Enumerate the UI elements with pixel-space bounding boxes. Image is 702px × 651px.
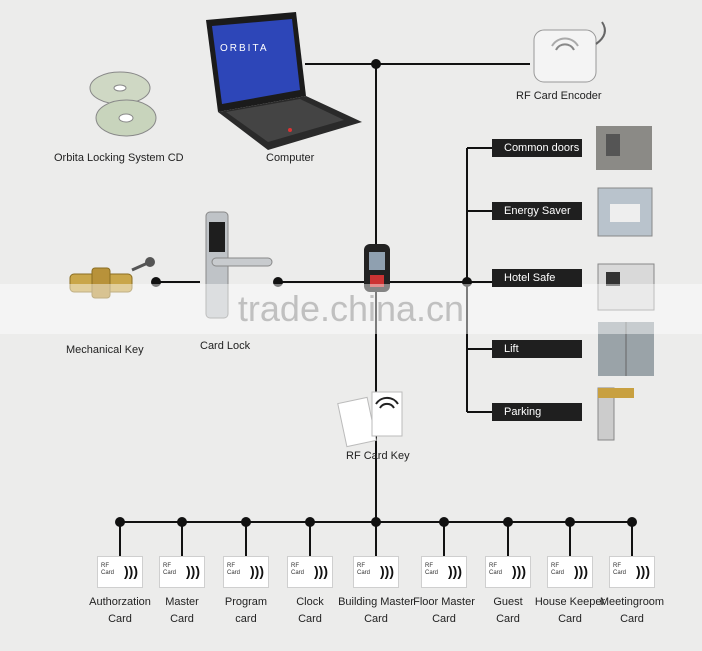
card-name-line2: Card (496, 613, 520, 625)
rf-waves-icon: ))) (448, 563, 462, 579)
card-face-text: RF Card (489, 563, 503, 576)
cd-discs-icon (89, 71, 157, 137)
card-building-master: RF Card))) (353, 556, 399, 588)
card-house-keeper: RF Card))) (547, 556, 593, 588)
rf-waves-icon: ))) (574, 563, 588, 579)
energy-saver-icon (597, 187, 653, 237)
card-name-line2: Card (620, 613, 644, 625)
rf-waves-icon: ))) (250, 563, 264, 579)
card-name-line1: Floor Master (413, 596, 475, 608)
mechanical-key-label: Mechanical Key (66, 344, 144, 356)
junction-dot (273, 277, 283, 287)
tag-common-doors: Common doors (492, 139, 582, 157)
rf-waves-icon: ))) (512, 563, 526, 579)
card-name-line2: Card (298, 613, 322, 625)
card-face-text: RF Card (357, 563, 371, 576)
card-face-text: RF Card (163, 563, 177, 576)
tag-energy-saver: Energy Saver (492, 202, 582, 220)
card-name-line1: House Keeper (534, 596, 606, 608)
laptop-brand: ORBITA (220, 43, 269, 54)
card-name-floor-master: Floor Master Card (402, 594, 486, 628)
card-name-line2: card (235, 613, 257, 625)
rf-waves-icon: ))) (380, 563, 394, 579)
rf-waves-icon: ))) (636, 563, 650, 579)
card-name-house-keeper: House Keeper Card (528, 594, 612, 628)
card-meetingroom: RF Card))) (609, 556, 655, 588)
common-door-icon (596, 126, 652, 170)
card-name-master: Master Card (140, 594, 224, 628)
card-face-text: RF Card (425, 563, 439, 576)
hotel-safe-icon (597, 263, 655, 311)
card-name-line1: Building Master (338, 596, 414, 608)
card-name-line2: Card (108, 613, 132, 625)
card-name-line2: Card (364, 613, 388, 625)
card-name-line1: Guest (493, 596, 523, 608)
rf-waves-icon: ))) (124, 563, 138, 579)
junction-dot (371, 59, 381, 69)
card-face-text: RF Card (101, 563, 115, 576)
card-name-line1: Program (224, 596, 268, 608)
card-name-guest: Guest Card (466, 594, 550, 628)
lift-icon (598, 322, 654, 376)
card-program: RF Card))) (223, 556, 269, 588)
encoder-icon (533, 21, 606, 83)
card-name-line1: Master (165, 596, 199, 608)
card-clock: RF Card))) (287, 556, 333, 588)
junction-dot (462, 277, 472, 287)
card-name-line2: Card (170, 613, 194, 625)
card-face-text: RF Card (291, 563, 305, 576)
card-name-program: Program card (204, 594, 288, 628)
card-authorization: RF Card))) (97, 556, 143, 588)
card-name-meetingroom: Meetingroom Card (590, 594, 674, 628)
card-master: RF Card))) (159, 556, 205, 588)
card-face-text: RF Card (613, 563, 627, 576)
card-name-line2: Card (558, 613, 582, 625)
rf-card-key-label: RF Card Key (346, 450, 410, 462)
card-name-line1: Authorzation (89, 596, 151, 608)
card-floor-master: RF Card))) (421, 556, 467, 588)
rf-waves-icon: ))) (314, 563, 328, 579)
card-face-text: RF Card (551, 563, 565, 576)
handheld-controller-icon (364, 244, 390, 292)
rf-waves-icon: ))) (186, 563, 200, 579)
computer-label: Computer (266, 152, 315, 164)
rf-card-key-icon (337, 391, 403, 448)
junction-dot (151, 277, 161, 287)
card-guest: RF Card))) (485, 556, 531, 588)
card-name-clock: Clock Card (268, 594, 352, 628)
parking-barrier-icon (597, 387, 634, 441)
card-name-line1: Meetingroom (599, 596, 665, 608)
tag-parking: Parking (492, 403, 582, 421)
card-lock-label: Card Lock (200, 340, 251, 352)
card-lock-icon (205, 211, 273, 319)
card-name-line2: Card (432, 613, 456, 625)
laptop-icon (206, 12, 362, 150)
card-face-text: RF Card (227, 563, 241, 576)
mechanical-key-icon (69, 257, 155, 299)
card-name-authorization: Authorzation Card (78, 594, 162, 628)
tag-hotel-safe: Hotel Safe (492, 269, 582, 287)
card-name-line1: Clock (296, 596, 324, 608)
watermark: trade.china.cn (0, 284, 702, 334)
cd-label: Orbita Locking System CD (54, 152, 184, 164)
card-name-building-master: Building Master Card (334, 594, 418, 628)
junction-dot (371, 517, 381, 527)
tag-lift: Lift (492, 340, 582, 358)
encoder-label: RF Card Encoder (516, 90, 602, 102)
